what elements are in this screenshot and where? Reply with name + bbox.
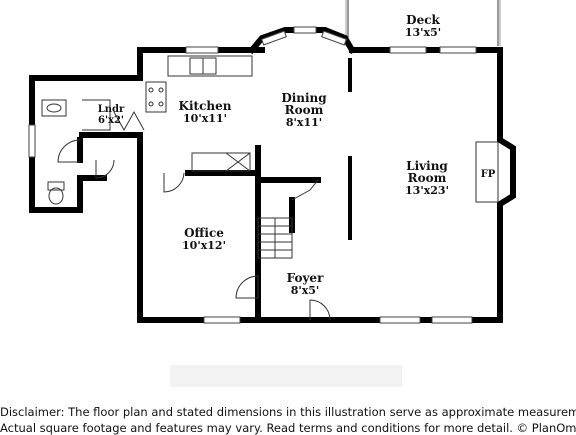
foyer-name: Foyer bbox=[287, 271, 324, 285]
kitchen-counters bbox=[145, 55, 253, 172]
laundry-name: Lndr bbox=[98, 104, 125, 115]
fireplace-label: FP bbox=[481, 169, 496, 180]
dining-dim: 8'x11' bbox=[286, 116, 322, 129]
office-name: Office bbox=[184, 226, 224, 240]
stairs bbox=[257, 217, 293, 259]
deck-dim: 13'x5' bbox=[405, 26, 441, 39]
kitchen-dim: 10'x11' bbox=[183, 112, 227, 125]
living-name-1: Living bbox=[406, 159, 448, 173]
watermark-logo bbox=[170, 365, 402, 387]
deck-name: Deck bbox=[406, 13, 440, 27]
doors bbox=[57, 110, 331, 321]
kitchen-name: Kitchen bbox=[179, 99, 232, 113]
dining-name-2: Room bbox=[285, 103, 324, 117]
living-dim: 13'x23' bbox=[405, 184, 449, 197]
office-dim: 10'x12' bbox=[182, 239, 226, 252]
living-name-2: Room bbox=[408, 171, 447, 185]
disclaimer-line-1: Disclaimer: The floor plan and stated di… bbox=[0, 405, 576, 419]
laundry-dim: 6'x2' bbox=[98, 115, 124, 126]
disclaimer-line-2: Actual square footage and features may v… bbox=[0, 421, 576, 435]
foyer-dim: 8'x5' bbox=[291, 284, 320, 297]
windows bbox=[28, 26, 477, 324]
dining-name-1: Dining bbox=[281, 91, 327, 105]
fireplace bbox=[475, 141, 499, 203]
bath-fixtures bbox=[41, 99, 111, 205]
